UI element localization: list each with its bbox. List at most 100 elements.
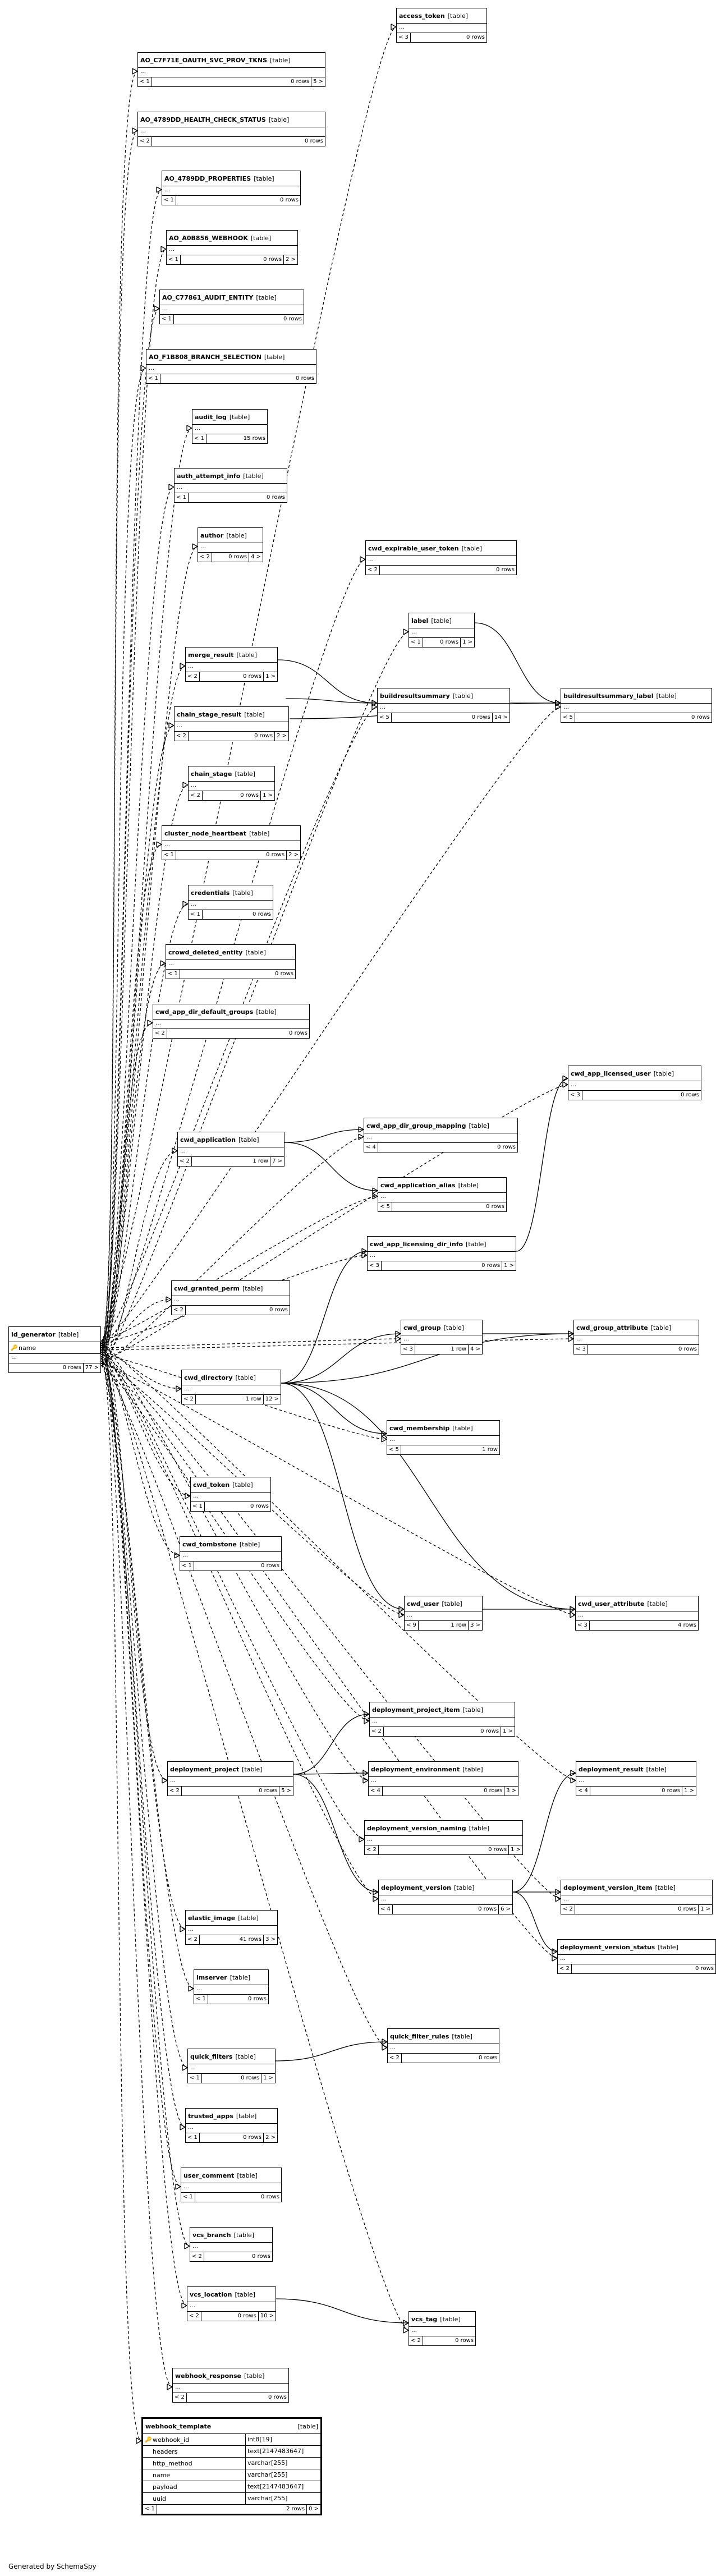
table-type: [table] bbox=[297, 2422, 318, 2430]
id-generator-link bbox=[100, 1022, 153, 1360]
table-type: [table] bbox=[440, 2315, 461, 2323]
table-type: [table] bbox=[230, 1973, 251, 1981]
crowfoot-marker bbox=[555, 1895, 562, 1902]
parent-count: < 1 bbox=[162, 851, 176, 860]
foreign-key-link bbox=[512, 1773, 576, 1893]
parent-count: < 2 bbox=[187, 2312, 201, 2321]
id-generator-link bbox=[100, 1356, 558, 1959]
ellipsis-row: … bbox=[187, 2302, 276, 2312]
column-type: text[2147483647] bbox=[247, 2448, 304, 2455]
id-generator-link bbox=[100, 1363, 188, 2068]
primary-key-icon: 🔑 bbox=[11, 1344, 18, 1351]
crowfoot-marker bbox=[156, 841, 163, 848]
ellipsis-row: … bbox=[198, 543, 263, 553]
ellipsis-row: … bbox=[186, 1926, 277, 1935]
table-ao-4789dd-hc[interactable]: AO_4789DD_HEALTH_CHECK_STATUS[table]…< 2… bbox=[137, 112, 325, 146]
table-ao-c7f71e[interactable]: AO_C7F71E_OAUTH_SVC_PROV_TKNS[table]…< 1… bbox=[137, 52, 325, 87]
parent-count: < 1 bbox=[175, 493, 189, 502]
foreign-key-link bbox=[293, 1773, 369, 1775]
row-count: 0 rows bbox=[296, 375, 314, 382]
row-count: 0 rows bbox=[393, 1905, 499, 1914]
ellipsis-row: … bbox=[173, 2384, 288, 2393]
table-name: user_comment bbox=[183, 2171, 235, 2179]
crowfoot-marker bbox=[382, 2044, 388, 2051]
child-count: 10 > bbox=[260, 2313, 274, 2319]
table-type: [table] bbox=[270, 56, 291, 64]
id-generator-link bbox=[100, 189, 162, 1348]
table-name: AO_C7F71E_OAUTH_SVC_PROV_TKNS bbox=[140, 56, 268, 64]
id-generator-link bbox=[100, 1356, 191, 1496]
ellipsis-row: … bbox=[182, 1385, 281, 1395]
parent-count: < 2 bbox=[366, 566, 380, 575]
row-count: 0 rows bbox=[268, 2394, 287, 2400]
table-type: [table] bbox=[236, 2112, 257, 2120]
table-type: [table] bbox=[242, 1765, 263, 1773]
child-count: 1 > bbox=[511, 1847, 521, 1853]
crowfoot-marker bbox=[570, 1777, 577, 1784]
ellipsis-row: … bbox=[568, 1081, 701, 1091]
table-type: [table] bbox=[268, 116, 290, 123]
parent-count: < 4 bbox=[379, 1905, 393, 1914]
ellipsis-row: … bbox=[172, 1296, 290, 1306]
parent-count: < 2 bbox=[370, 1727, 384, 1736]
id-generator-link bbox=[100, 368, 146, 1355]
id-generator-link bbox=[100, 1352, 561, 1899]
child-count: 1 > bbox=[462, 639, 472, 645]
ellipsis-row: … bbox=[188, 2064, 275, 2074]
id-generator-link bbox=[100, 1196, 378, 1342]
